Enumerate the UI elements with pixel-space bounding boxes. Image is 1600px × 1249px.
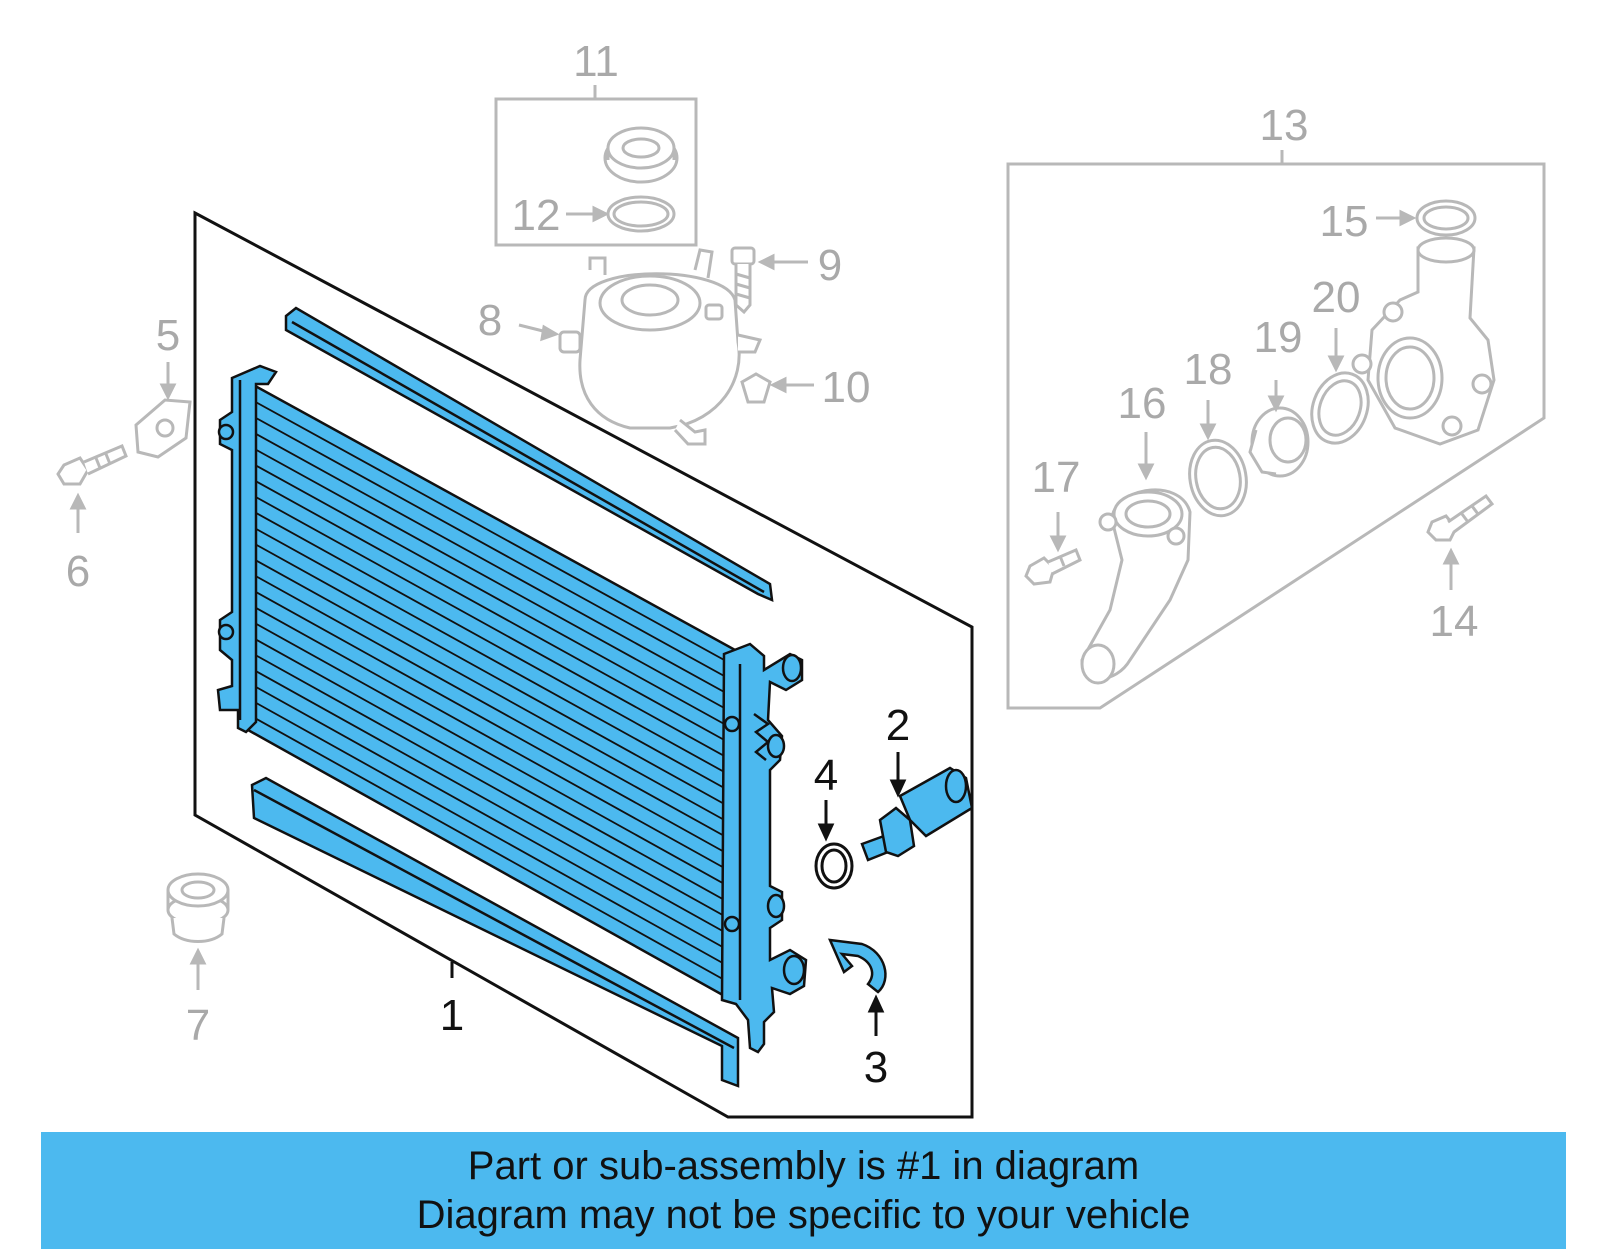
outlet-flange-housing (1351, 236, 1496, 446)
callout-6: 6 (66, 547, 90, 596)
radiator-fin (247, 491, 747, 769)
radiator-fin (247, 444, 747, 721)
arrow-16 (1137, 432, 1155, 481)
outlet-seal-ring (1415, 199, 1477, 237)
callout-11: 11 (573, 37, 619, 86)
radiator-fin (247, 428, 747, 705)
radiator-right-tank (720, 642, 808, 1054)
radiator-fin (247, 681, 747, 961)
arrow-12 (566, 205, 610, 223)
radiator-fin (247, 571, 747, 849)
bracket-bolt (56, 444, 128, 486)
radiator-fin (247, 523, 747, 801)
callout-5: 5 (156, 311, 180, 360)
radiator-fin (247, 460, 747, 737)
arrow-10 (769, 376, 814, 394)
arrow-20 (1327, 328, 1345, 373)
rubber-mount (166, 872, 230, 943)
radiator-left-tank (216, 364, 278, 734)
radiator-fin (247, 412, 747, 689)
arrow-3 (867, 994, 885, 1036)
radiator-fin (247, 539, 747, 817)
callout-12: 12 (512, 191, 561, 240)
o-ring-18 (1188, 438, 1248, 518)
callout-2: 2 (886, 701, 910, 750)
banner-line-1: Part or sub-assembly is #1 in diagram (467, 1144, 1140, 1188)
callout-1: 1 (440, 991, 464, 1040)
radiator-lower-seal-strip (250, 776, 740, 1088)
radiator-fin (247, 650, 747, 929)
reservoir-cap (603, 126, 679, 184)
radiator-fin (247, 634, 747, 913)
arrow-2 (889, 752, 907, 798)
housing-bolt-17 (1024, 548, 1082, 586)
radiator-fin (247, 713, 747, 993)
banner-line-2: Diagram may not be specific to your vehi… (416, 1193, 1191, 1237)
cap-group-box (494, 85, 698, 247)
callout-9: 9 (818, 241, 842, 290)
arrow-4 (817, 800, 835, 842)
radiator-upper-seal-strip (284, 306, 774, 603)
callout-4: 4 (814, 751, 838, 800)
callout-10: 10 (822, 363, 871, 412)
retaining-clip (827, 938, 887, 994)
housing-bolt-14 (1426, 493, 1495, 542)
cap-seal-ring (606, 195, 676, 233)
arrow-14 (1442, 547, 1460, 590)
radiator-fin (247, 602, 747, 881)
temperature-sensor (860, 766, 974, 862)
info-banner: Part or sub-assembly is #1 in diagram Di… (41, 1132, 1566, 1249)
radiator-fin (247, 697, 747, 977)
thermostat-housing-16 (1080, 488, 1192, 685)
radiator-fin (247, 507, 747, 785)
radiator-fin (247, 397, 747, 673)
arrow-18 (1199, 400, 1217, 441)
arrow-19 (1267, 380, 1285, 413)
mount-bracket (134, 398, 192, 459)
radiator-fin (247, 555, 747, 833)
arrow-7 (189, 947, 207, 990)
callout-17: 17 (1032, 453, 1081, 502)
callout-20: 20 (1312, 273, 1361, 322)
coolant-reservoir (558, 248, 763, 446)
callout-19: 19 (1254, 313, 1303, 362)
arrow-9 (757, 253, 808, 271)
gasket-ring-20 (1310, 371, 1370, 445)
radiator-fin (247, 618, 747, 897)
arrow-5 (159, 362, 177, 401)
arrow-15 (1376, 209, 1417, 227)
callout-18: 18 (1184, 345, 1233, 394)
reservoir-clip-nut (740, 372, 772, 404)
callout-13: 13 (1260, 101, 1309, 150)
callout-16: 16 (1118, 379, 1167, 428)
arrow-17 (1049, 512, 1067, 553)
assembly-outline (193, 210, 974, 1119)
thermostat-19 (1248, 406, 1310, 478)
callout-3: 3 (864, 1043, 888, 1092)
arrow-8 (518, 323, 560, 342)
callout-14: 14 (1430, 597, 1479, 646)
radiator-fin (247, 476, 747, 753)
callout-7: 7 (186, 1001, 210, 1050)
radiator-fin (247, 586, 747, 865)
callout-8: 8 (478, 296, 502, 345)
sensor-o-ring (814, 842, 854, 890)
arrow-6 (69, 492, 87, 533)
reservoir-bolt (730, 246, 756, 315)
thermostat-group-box (1006, 150, 1546, 710)
callout-15: 15 (1320, 197, 1369, 246)
radiator-fin (247, 665, 747, 945)
